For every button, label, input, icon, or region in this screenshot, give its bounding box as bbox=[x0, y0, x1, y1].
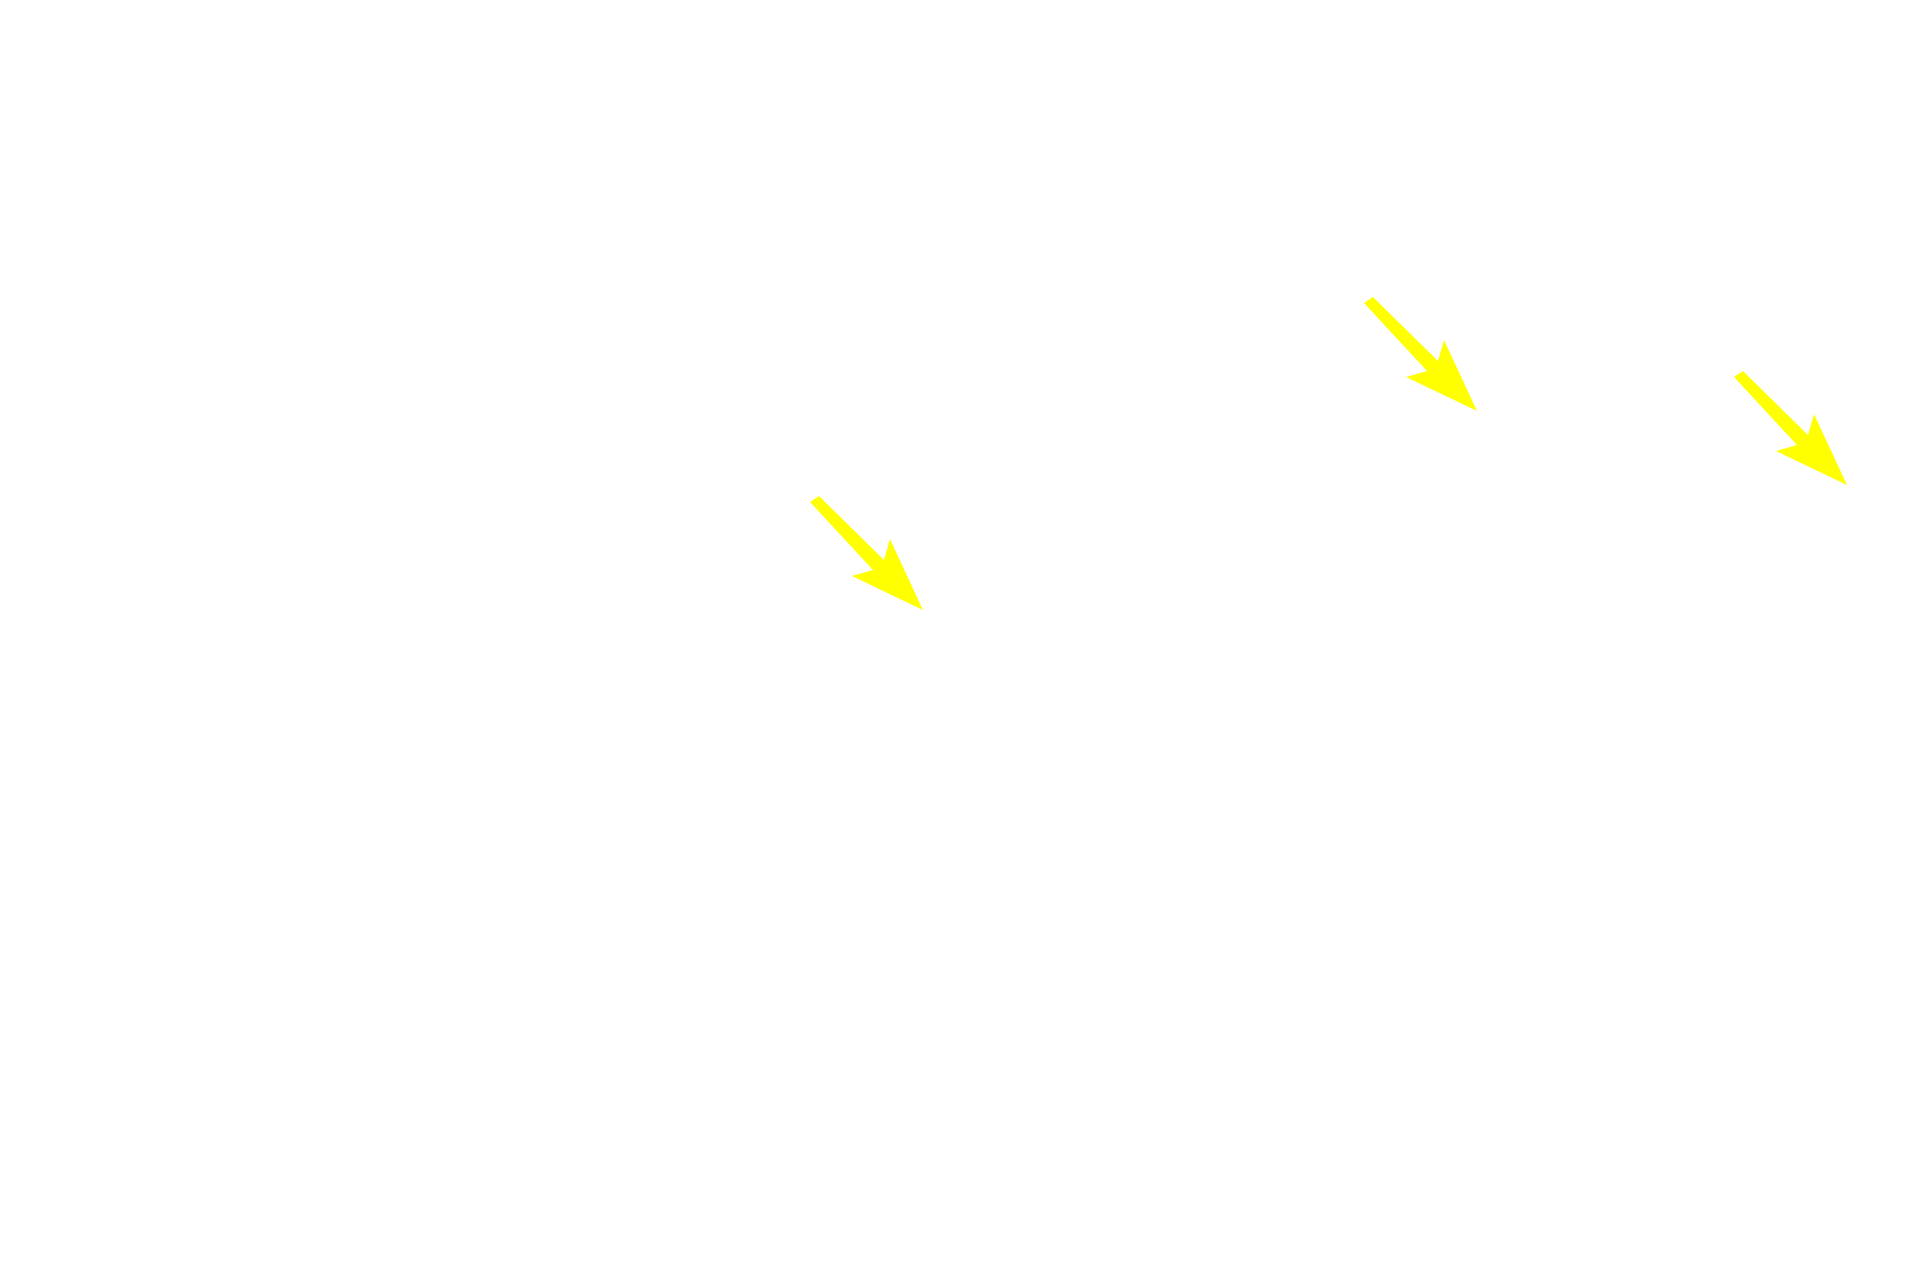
arrow-down-right-icon bbox=[1734, 371, 1847, 485]
arrow-down-right-icon bbox=[810, 496, 923, 610]
arrow-down-right-icon bbox=[1364, 297, 1477, 411]
